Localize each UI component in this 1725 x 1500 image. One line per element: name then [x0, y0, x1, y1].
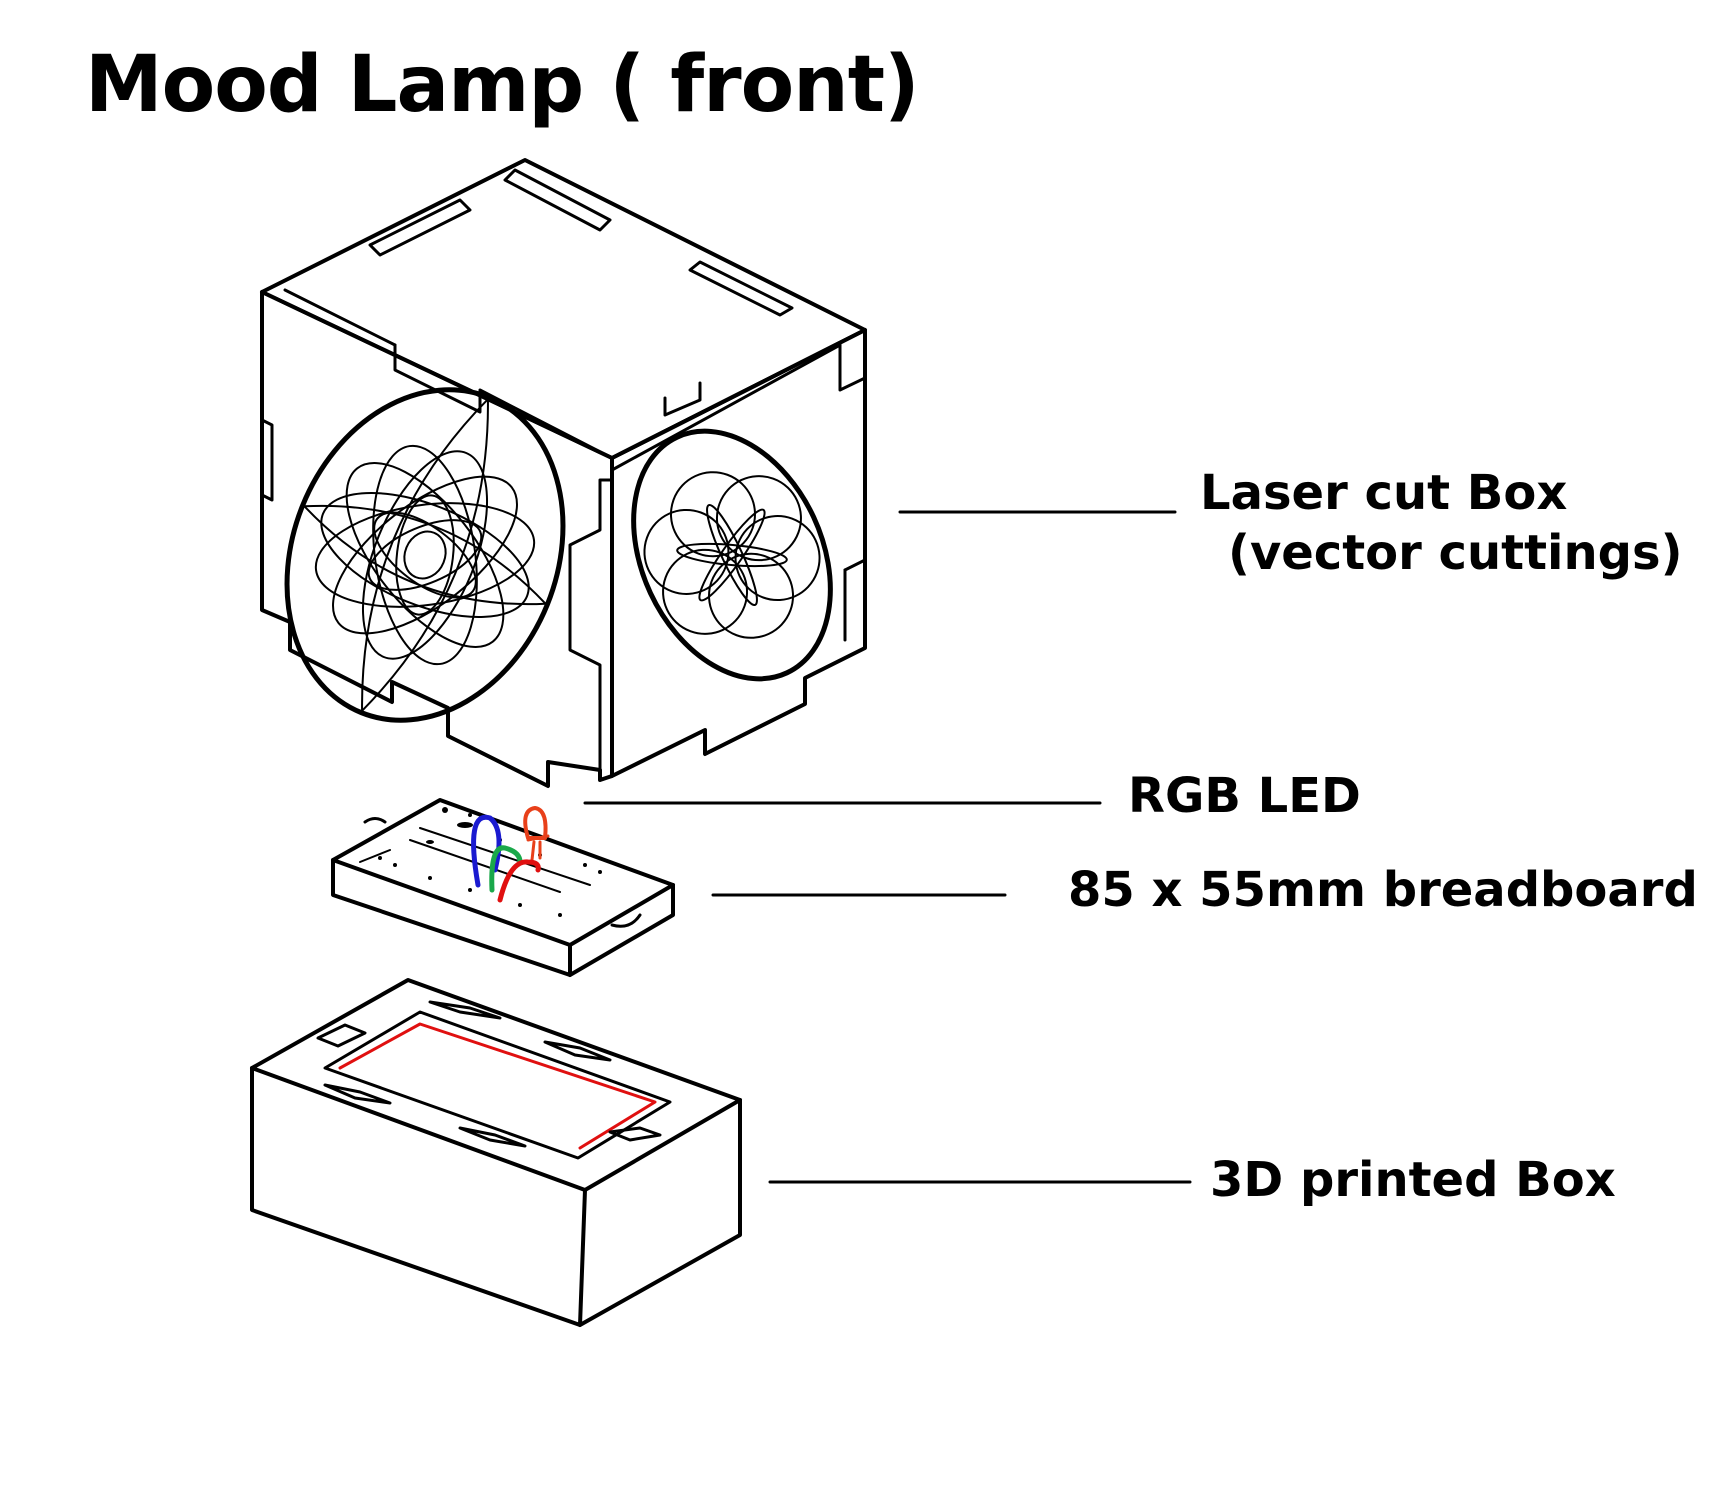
label-3d-printed-box: 3D printed Box: [1210, 1152, 1616, 1208]
label-breadboard: 85 x 55mm breadboard: [1068, 862, 1698, 918]
tray-red-outline: [338, 1022, 657, 1150]
label-rgb-led: RGB LED: [1128, 768, 1361, 824]
rgb-led-icon: [523, 806, 548, 840]
diagram-title: Mood Lamp ( front): [85, 40, 920, 130]
right-face-flower-cutout: [631, 428, 833, 682]
3d-printed-box: [250, 978, 742, 1327]
breadboard-right-side: [568, 883, 675, 977]
left-face-mandala-cutout: [284, 387, 566, 723]
cube-left-face: [260, 290, 614, 788]
printed-box-front: [250, 1066, 587, 1327]
breadboard-left-side: [331, 858, 572, 977]
label-laser-cut-box: Laser cut Box: [1200, 465, 1568, 521]
leader-lines: [583, 510, 1192, 1184]
label-vector-cuttings: (vector cuttings): [1228, 525, 1683, 581]
green-wire: [489, 845, 523, 893]
red-wire: [497, 859, 541, 903]
laser-cut-box: [260, 158, 867, 788]
cube-right-face: [610, 328, 867, 778]
breadboard: [331, 798, 675, 977]
cube-top-face: [260, 158, 867, 460]
printed-box-side: [578, 1098, 742, 1327]
